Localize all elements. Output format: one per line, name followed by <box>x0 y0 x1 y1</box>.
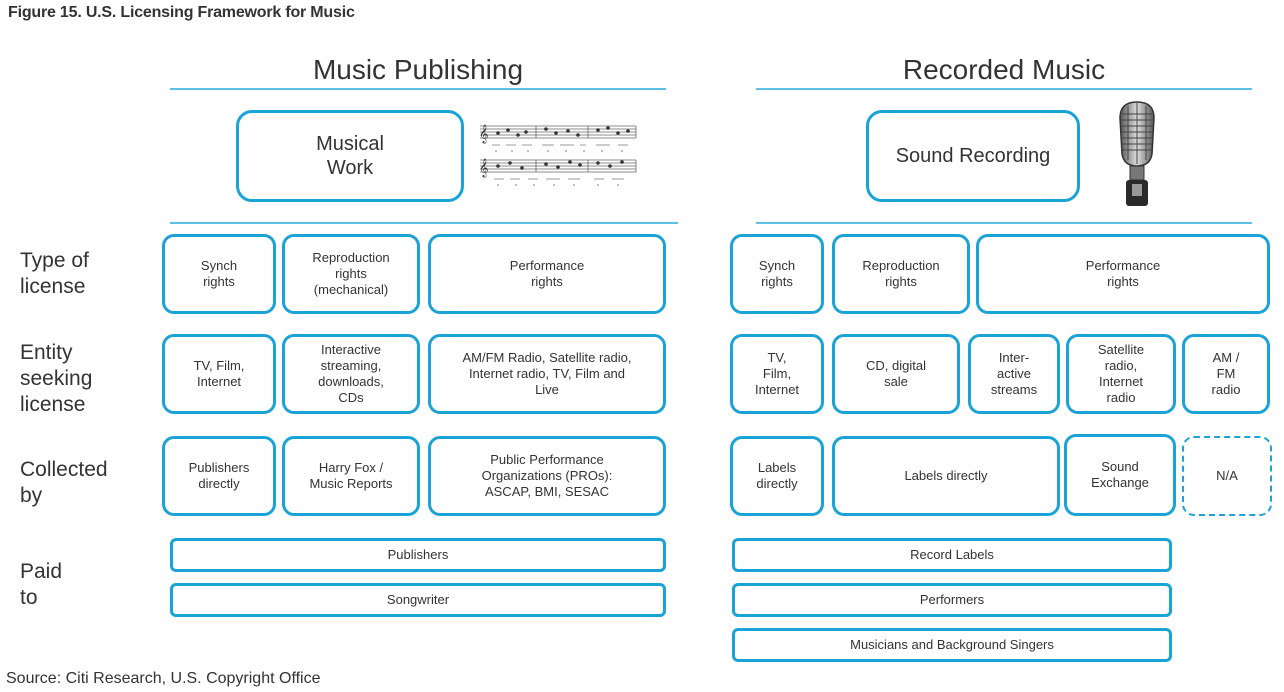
svg-text:𝄞: 𝄞 <box>479 124 488 144</box>
pub-entity-interactive-box: Interactive streaming, downloads, CDs <box>282 334 420 414</box>
rec-paid-record-labels-box: Record Labels <box>732 538 1172 572</box>
rec-collected-na-box: N/A <box>1182 436 1272 516</box>
rec-performance-rights-box: Performance rights <box>976 234 1270 314</box>
row-label-type-of-license: Type of license <box>20 249 89 298</box>
pub-entity-tv-film-box: TV, Film, Internet <box>162 334 276 414</box>
row-label-paid-to: Paid to <box>20 560 63 609</box>
recorded-mid-rule <box>756 222 1252 224</box>
musical-work-box: Musical Work <box>236 110 464 202</box>
microphone-icon <box>1119 101 1155 206</box>
rec-collected-sound-exchange-box: Sound Exchange <box>1064 434 1176 516</box>
publishing-mid-rule <box>170 222 678 224</box>
rec-paid-musicians-box: Musicians and Background Singers <box>732 628 1172 662</box>
pub-paid-publishers-box: Publishers <box>170 538 666 572</box>
rec-entity-satellite-radio-box: Satellite radio, Internet radio <box>1066 334 1176 414</box>
recorded-music-title: Recorded Music <box>902 54 1106 85</box>
row-label-collected-by: Collected by <box>20 458 108 507</box>
pub-collected-pros-box: Public Performance Organizations (PROs):… <box>428 436 666 516</box>
source-note: Source: Citi Research, U.S. Copyright Of… <box>6 670 321 687</box>
rec-entity-cd-digital-box: CD, digital sale <box>832 334 960 414</box>
rec-collected-labels-directly-box: Labels directly <box>832 436 1060 516</box>
pub-synch-rights-box: Synch rights <box>162 234 276 314</box>
figure-title: Figure 15. U.S. Licensing Framework for … <box>8 4 355 21</box>
recorded-header-rule <box>756 88 1252 90</box>
rec-paid-performers-box: Performers <box>732 583 1172 617</box>
svg-text:𝄞: 𝄞 <box>479 158 488 178</box>
rec-collected-labels-box: Labels directly <box>730 436 824 516</box>
pub-collected-harry-fox-box: Harry Fox / Music Reports <box>282 436 420 516</box>
pub-paid-songwriter-box: Songwriter <box>170 583 666 617</box>
row-label-entity-seeking-license: Entity seeking license <box>20 341 93 416</box>
pub-collected-publishers-box: Publishers directly <box>162 436 276 516</box>
pub-reproduction-rights-box: Reproduction rights (mechanical) <box>282 234 420 314</box>
publishing-header-rule <box>170 88 666 90</box>
rec-synch-rights-box: Synch rights <box>730 234 824 314</box>
rec-entity-tv-film-box: TV, Film, Internet <box>730 334 824 414</box>
pub-entity-radio-box: AM/FM Radio, Satellite radio, Internet r… <box>428 334 666 414</box>
rec-entity-interactive-streams-box: Inter- active streams <box>968 334 1060 414</box>
pub-performance-rights-box: Performance rights <box>428 234 666 314</box>
rec-reproduction-rights-box: Reproduction rights <box>832 234 970 314</box>
sound-recording-box: Sound Recording <box>866 110 1080 202</box>
rec-entity-amfm-radio-box: AM / FM radio <box>1182 334 1270 414</box>
music-publishing-title: Music Publishing <box>312 54 524 85</box>
sheet-music-icon: 𝄞 𝄞 <box>479 124 637 186</box>
